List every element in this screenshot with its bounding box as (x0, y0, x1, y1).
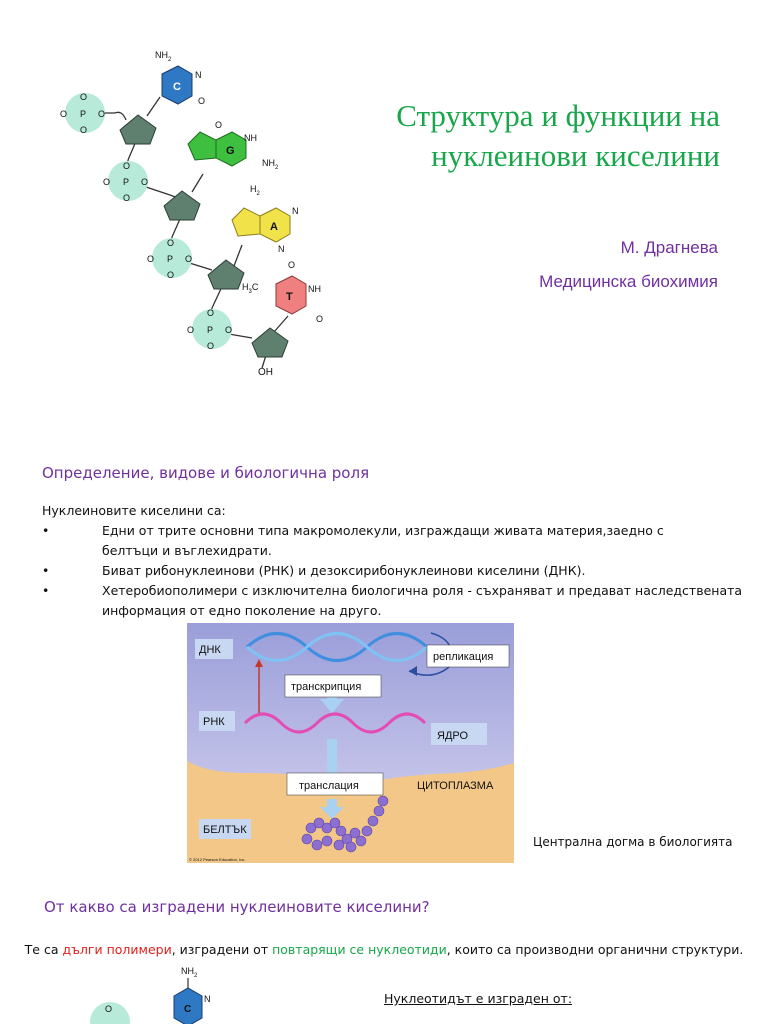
svg-text:NH2: NH2 (262, 158, 279, 171)
svg-text:N: N (278, 244, 285, 254)
label-rna: РНК (203, 716, 225, 728)
composition-sentence: Те са дълги полимери, изградени от повта… (24, 942, 744, 957)
svg-text:O: O (316, 314, 323, 324)
svg-text:C: C (184, 1004, 191, 1015)
section-heading-composition: От какво са изградени нуклеиновите кисел… (44, 898, 430, 916)
svg-text:P: P (207, 325, 213, 335)
svg-text:NH: NH (244, 133, 257, 143)
svg-text:P: P (123, 177, 129, 187)
svg-text:NH2: NH2 (181, 966, 198, 979)
svg-text:O: O (207, 308, 214, 318)
bullet-text: Едни от трите основни типа макромолекули… (102, 523, 664, 538)
svg-text:O: O (288, 260, 295, 270)
bullet-text: информация от едно поколение на друго. (102, 603, 382, 618)
label-translation: транслация (299, 780, 359, 792)
bullet-text: Хетеробиополимери с изключителна биологи… (102, 583, 743, 598)
svg-text:O: O (60, 109, 67, 119)
svg-text:N: N (292, 206, 299, 216)
svg-text:O: O (147, 254, 154, 264)
nucleotide-structure-diagram: NH2 C N O (90, 966, 211, 1024)
bullet-dot: • (42, 563, 50, 578)
svg-text:H3C: H3C (242, 282, 259, 295)
section-heading-definition: Определение, видове и биологична роля (42, 464, 370, 482)
bullet-dot: • (42, 523, 50, 538)
copyright-note: © 2012 Pearson Education, Inc. (189, 857, 246, 862)
central-dogma-figure: ДНК репликация транскрипция РНК ЯДРО тра… (187, 623, 514, 863)
title-line-1: Структура и функции на (396, 98, 720, 133)
svg-text:O: O (105, 1004, 112, 1014)
svg-text:G: G (226, 145, 235, 157)
nucleotide-composition-heading: Нуклеотидът е изграден от: (384, 991, 573, 1006)
highlight-long-polymers: дълги полимери (62, 942, 172, 957)
department-name: Медицинска биохимия (539, 272, 718, 291)
svg-text:P: P (80, 109, 86, 119)
page-title: Структура и функции на нуклеинови кисели… (330, 96, 720, 176)
phosphate-groups: P P P P O O O O O O O O O O O O O O O O (60, 92, 232, 351)
svg-text:N: N (204, 994, 211, 1004)
svg-text:O: O (167, 238, 174, 248)
svg-text:O: O (187, 325, 194, 335)
intro-text: Нуклеиновите киселини са: (42, 503, 226, 518)
svg-text:O: O (167, 270, 174, 280)
author-name: М. Драгнева (620, 238, 718, 257)
dna-strand-structure-diagram: P P P P O O O O O O O O O O O O O O O O OH C (60, 50, 323, 378)
svg-text:O: O (141, 177, 148, 187)
svg-text:O: O (198, 96, 205, 106)
svg-text:H2: H2 (250, 184, 261, 197)
svg-text:O: O (123, 161, 130, 171)
label-protein: БЕЛТЪК (203, 824, 247, 836)
svg-text:NH: NH (308, 284, 321, 294)
label-transcription: транскрипция (291, 681, 361, 693)
figure-caption: Централна догма в биологията (533, 835, 733, 849)
svg-text:NH2: NH2 (155, 50, 172, 63)
svg-text:O: O (123, 193, 130, 203)
title-line-2: нуклеинови киселини (431, 138, 720, 173)
bullet-text: Биват рибонуклеинови (РНК) и дезоксирибо… (102, 563, 586, 578)
svg-text:A: A (270, 221, 278, 233)
bullet-dot: • (42, 583, 50, 598)
bullet-text: белтъци и въглехидрати. (102, 543, 272, 558)
svg-text:O: O (103, 177, 110, 187)
highlight-repeating-nucleotides: повтарящи се нуклеотиди (272, 942, 447, 957)
svg-text:P: P (167, 254, 173, 264)
svg-text:OH: OH (258, 367, 273, 378)
svg-text:C: C (173, 81, 181, 93)
svg-text:O: O (80, 125, 87, 135)
label-cytoplasm: ЦИТОПЛАЗМА (417, 780, 494, 792)
label-replication: репликация (433, 651, 493, 663)
svg-text:O: O (215, 120, 222, 130)
svg-text:O: O (207, 341, 214, 351)
svg-text:O: O (98, 109, 105, 119)
label-nucleus: ЯДРО (437, 730, 468, 742)
svg-text:O: O (185, 254, 192, 264)
svg-text:N: N (195, 70, 202, 80)
svg-text:T: T (286, 291, 293, 303)
label-dna: ДНК (199, 644, 221, 656)
svg-text:O: O (225, 325, 232, 335)
svg-text:O: O (80, 92, 87, 102)
